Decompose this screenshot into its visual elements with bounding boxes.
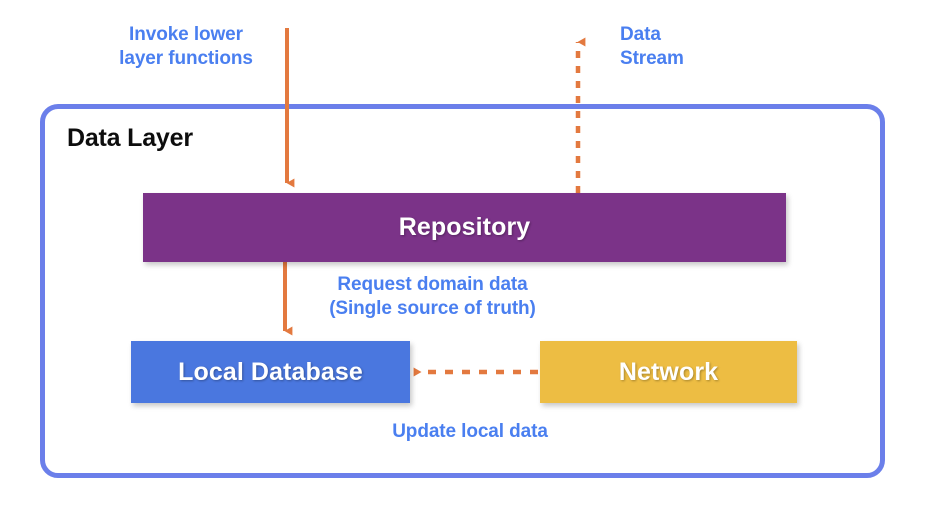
data-layer-container [40,104,885,478]
network-label: Network [618,357,719,386]
annotation-data-stream: Data Stream [620,24,684,70]
local-database-label: Local Database [178,357,363,386]
repository-box[interactable]: Repository [143,193,786,262]
repository-label: Repository [398,213,531,241]
annotation-update-local-data: Update local data [392,421,548,442]
annotation-request-domain-data: Request domain data (Single source of tr… [329,274,536,320]
data-layer-title: Data Layer [67,124,193,152]
local-database-box[interactable]: Local Database [131,341,410,403]
network-box[interactable]: Network [540,341,797,403]
annotation-invoke-lower-layer-functions: Invoke lower layer functions [119,24,253,70]
